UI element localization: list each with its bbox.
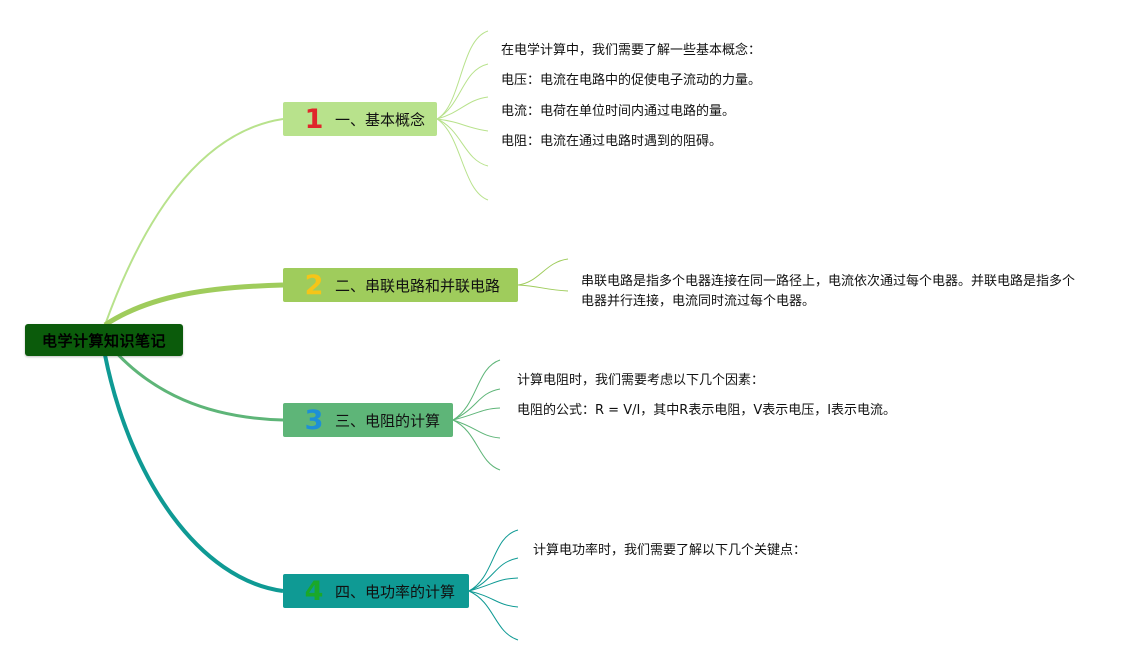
branch-node-resistance-calc[interactable]: 3 三、电阻的计算 xyxy=(283,403,453,437)
number-2-icon: 2 xyxy=(304,269,324,301)
branch-label: 二、串联电路和并联电路 xyxy=(335,276,501,295)
branch-node-series-parallel[interactable]: 2 二、串联电路和并联电路 xyxy=(283,268,518,302)
detail-fan-branch-1 xyxy=(436,30,489,201)
branch-node-power-calc[interactable]: 4 四、电功率的计算 xyxy=(283,574,469,608)
branch-node-basic-concepts[interactable]: 1 一、基本概念 xyxy=(283,102,437,136)
number-4-icon: 4 xyxy=(304,575,324,607)
root-node[interactable]: 电学计算知识笔记 xyxy=(25,324,183,356)
root-title: 电学计算知识笔记 xyxy=(41,331,166,350)
connector-branch-3 xyxy=(103,339,284,422)
branch-label: 三、电阻的计算 xyxy=(335,411,441,430)
connector-branch-1 xyxy=(104,118,284,326)
detail-text: 电阻的公式：R = V/I，其中R表示电阻，V表示电压，I表示电流。 xyxy=(517,403,897,418)
connector-branch-2 xyxy=(103,282,284,328)
detail-text: 电阻：电流在通过电路时遇到的阻碍。 xyxy=(501,134,723,149)
number-3-icon: 3 xyxy=(304,404,324,436)
detail-text: 电流：电荷在单位时间内通过电路的量。 xyxy=(501,104,736,119)
detail-text: 串联电路是指多个电器连接在同一路径上，电流依次通过每个电器。并联电路是指多个电器… xyxy=(581,274,1076,309)
detail-fan-branch-3 xyxy=(452,359,501,471)
detail-text: 计算电功率时，我们需要了解以下几个关键点： xyxy=(533,543,807,558)
number-1-icon: 1 xyxy=(304,103,324,135)
detail-text: 电压：电流在电路中的促使电子流动的力量。 xyxy=(501,73,762,88)
connector-branch-4 xyxy=(103,354,284,593)
detail-text: 计算电阻时，我们需要考虑以下几个因素： xyxy=(517,373,765,388)
detail-fan-branch-2 xyxy=(517,258,569,292)
branch-label: 一、基本概念 xyxy=(335,110,426,129)
detail-text: 在电学计算中，我们需要了解一些基本概念： xyxy=(501,43,762,58)
branch-label: 四、电功率的计算 xyxy=(335,582,456,601)
detail-fan-branch-4 xyxy=(468,529,519,641)
